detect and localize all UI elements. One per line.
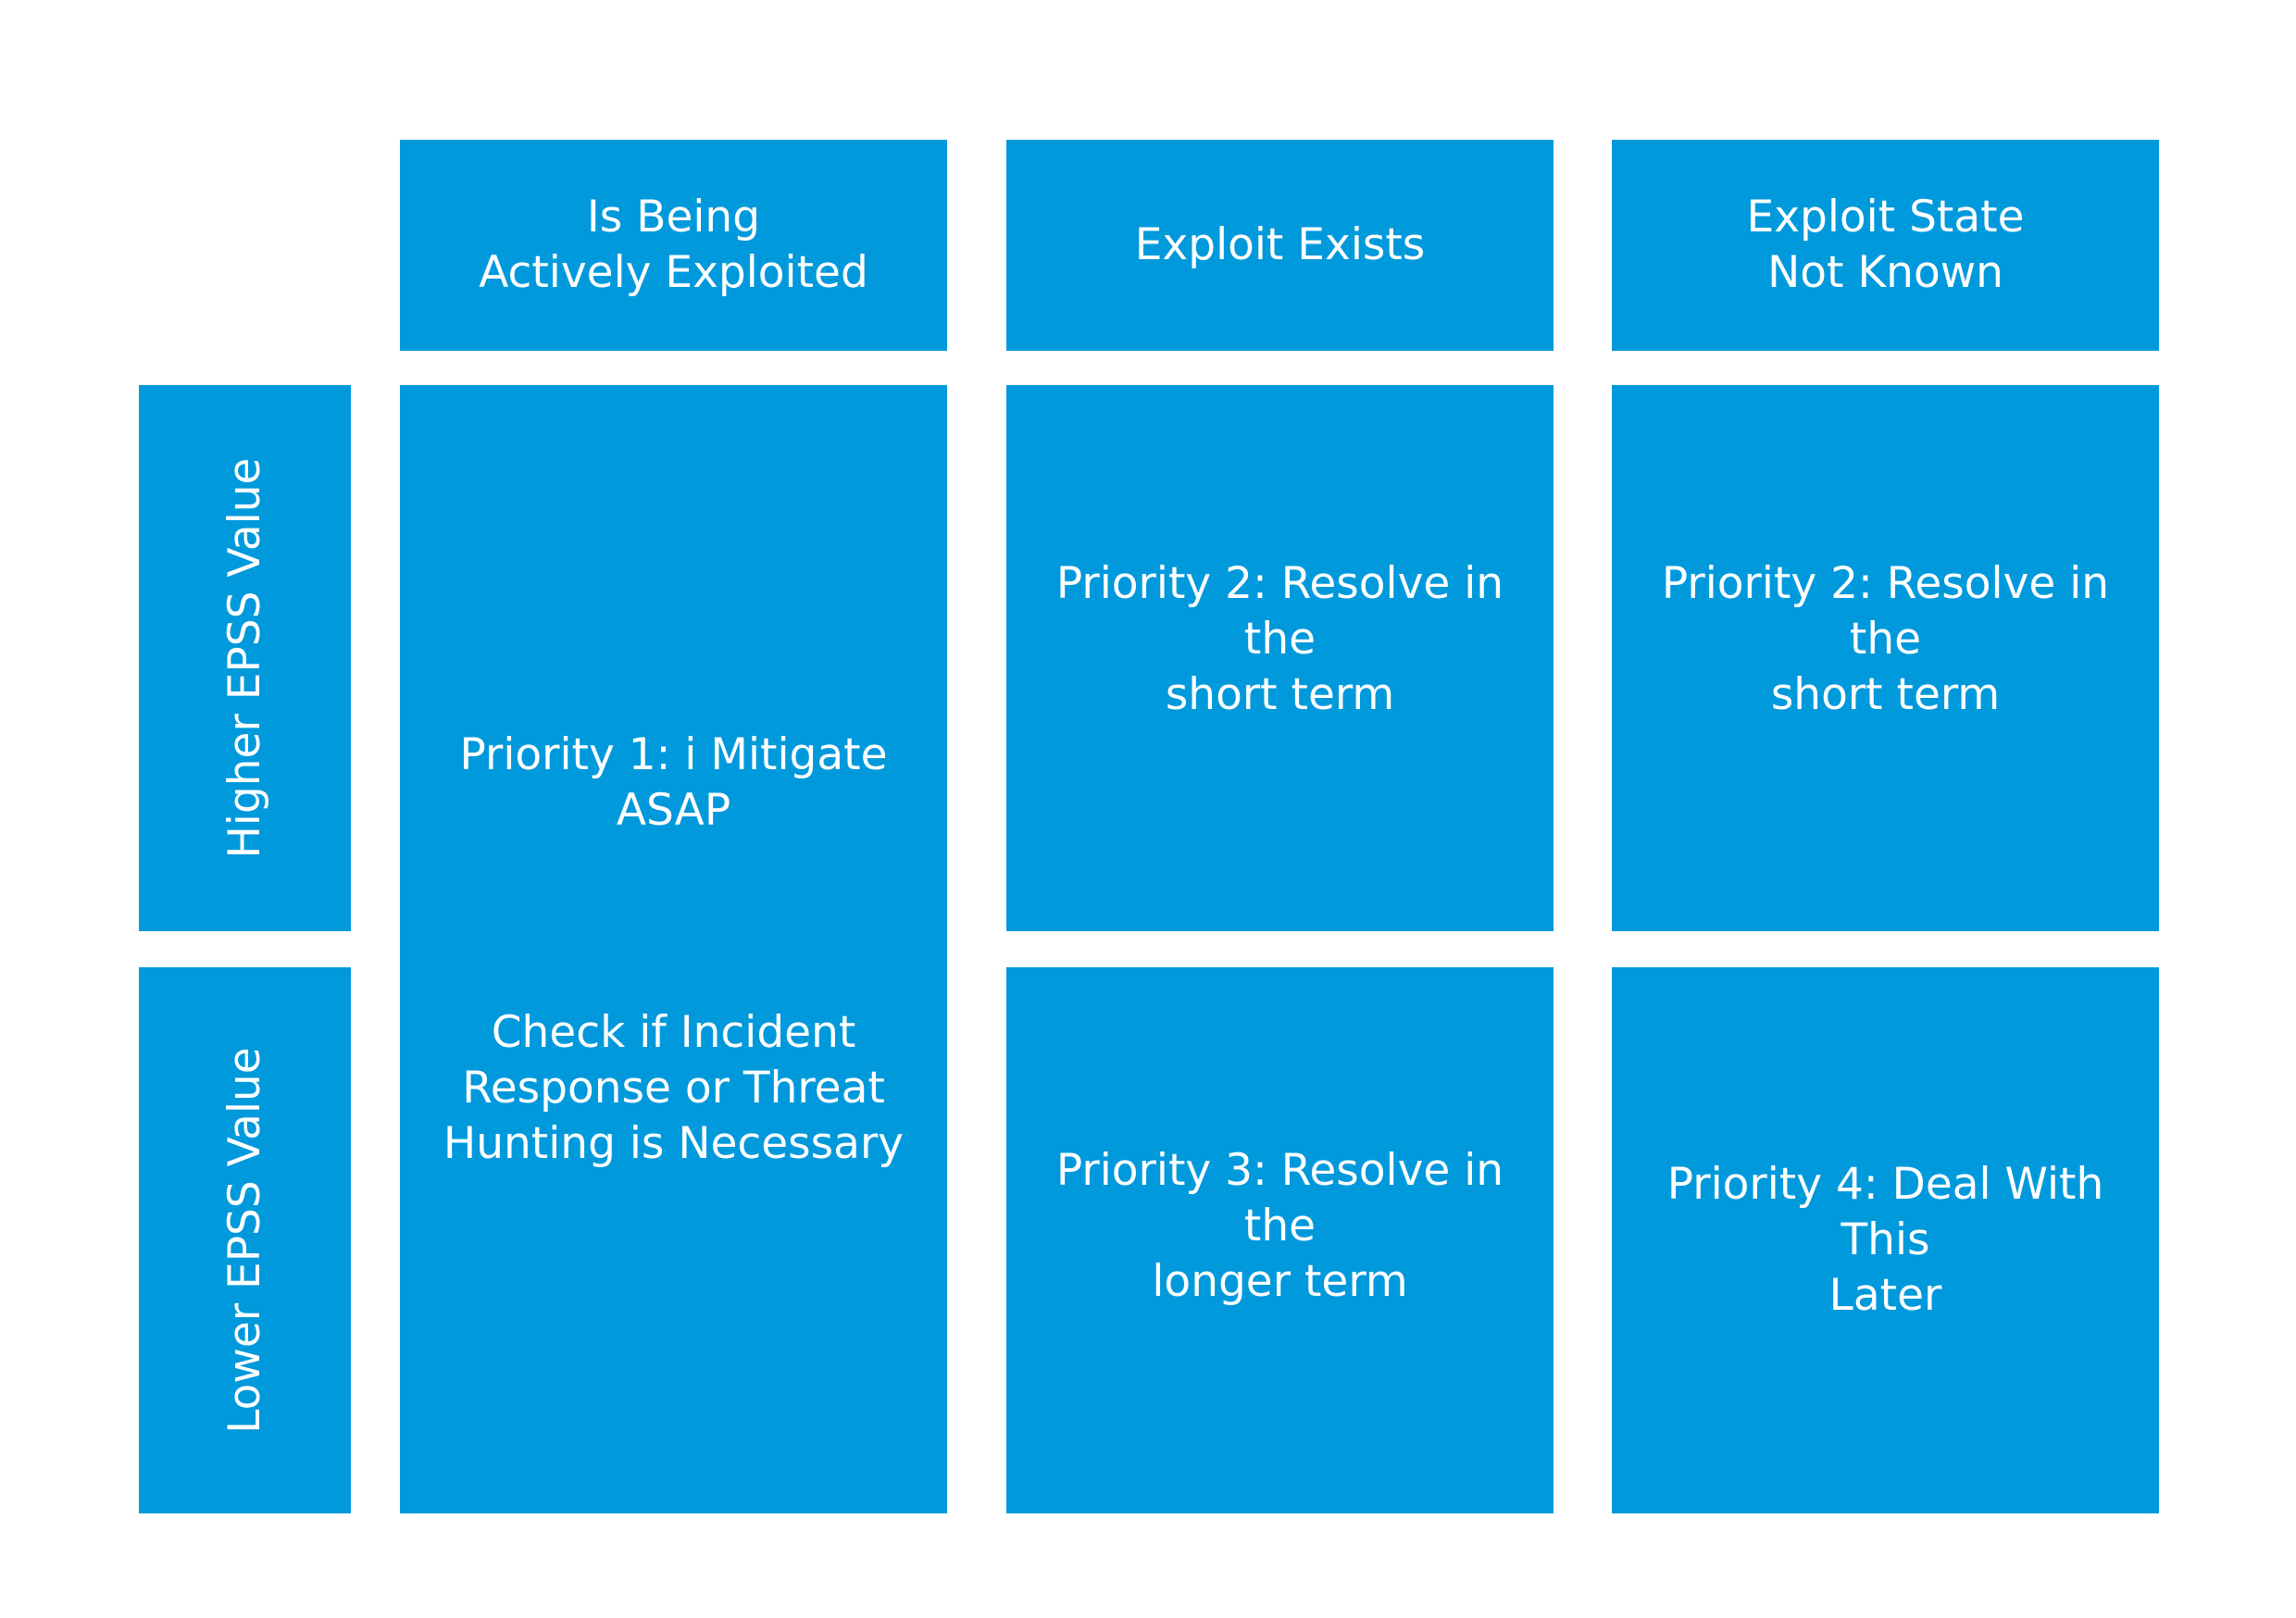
row-label-higher-epss-text: Higher EPSS Value bbox=[218, 457, 270, 859]
column-header-exploit-exists-label: Exploit Exists bbox=[1134, 219, 1426, 270]
row-label-higher-epss: Higher EPSS Value bbox=[139, 385, 351, 931]
priority-1-spacer bbox=[407, 894, 940, 950]
priority-1-content: Priority 1: i Mitigate ASAP Check if Inc… bbox=[407, 672, 940, 1227]
priority-1-cell: Priority 1: i Mitigate ASAP Check if Inc… bbox=[400, 385, 947, 1513]
priority-3-label: Priority 3: Resolve in the longer term bbox=[1055, 1145, 1504, 1307]
priority-1-detail: Check if Incident Response or Threat Hun… bbox=[443, 1006, 905, 1169]
row-label-lower-epss-text: Lower EPSS Value bbox=[218, 1047, 270, 1434]
row-label-lower-epss: Lower EPSS Value bbox=[139, 967, 351, 1513]
priority-1-title: Priority 1: i Mitigate ASAP bbox=[459, 728, 888, 836]
priority-3-cell: Priority 3: Resolve in the longer term bbox=[1006, 967, 1554, 1513]
priority-2-exploit-exists-label: Priority 2: Resolve in the short term bbox=[1055, 558, 1504, 720]
priority-2-exploit-unknown-label: Priority 2: Resolve in the short term bbox=[1661, 558, 2110, 720]
column-header-exploit-state-unknown: Exploit State Not Known bbox=[1612, 140, 2159, 351]
priority-4-cell: Priority 4: Deal With This Later bbox=[1612, 967, 2159, 1513]
column-header-actively-exploited: Is Being Actively Exploited bbox=[400, 140, 947, 351]
priority-2-exploit-unknown-cell: Priority 2: Resolve in the short term bbox=[1612, 385, 2159, 931]
column-header-exploit-exists: Exploit Exists bbox=[1006, 140, 1554, 351]
column-header-exploit-state-unknown-label: Exploit State Not Known bbox=[1746, 192, 2025, 298]
priority-2-exploit-exists-cell: Priority 2: Resolve in the short term bbox=[1006, 385, 1554, 931]
column-header-actively-exploited-label: Is Being Actively Exploited bbox=[479, 192, 868, 298]
priority-4-label: Priority 4: Deal With This Later bbox=[1666, 1159, 2104, 1321]
